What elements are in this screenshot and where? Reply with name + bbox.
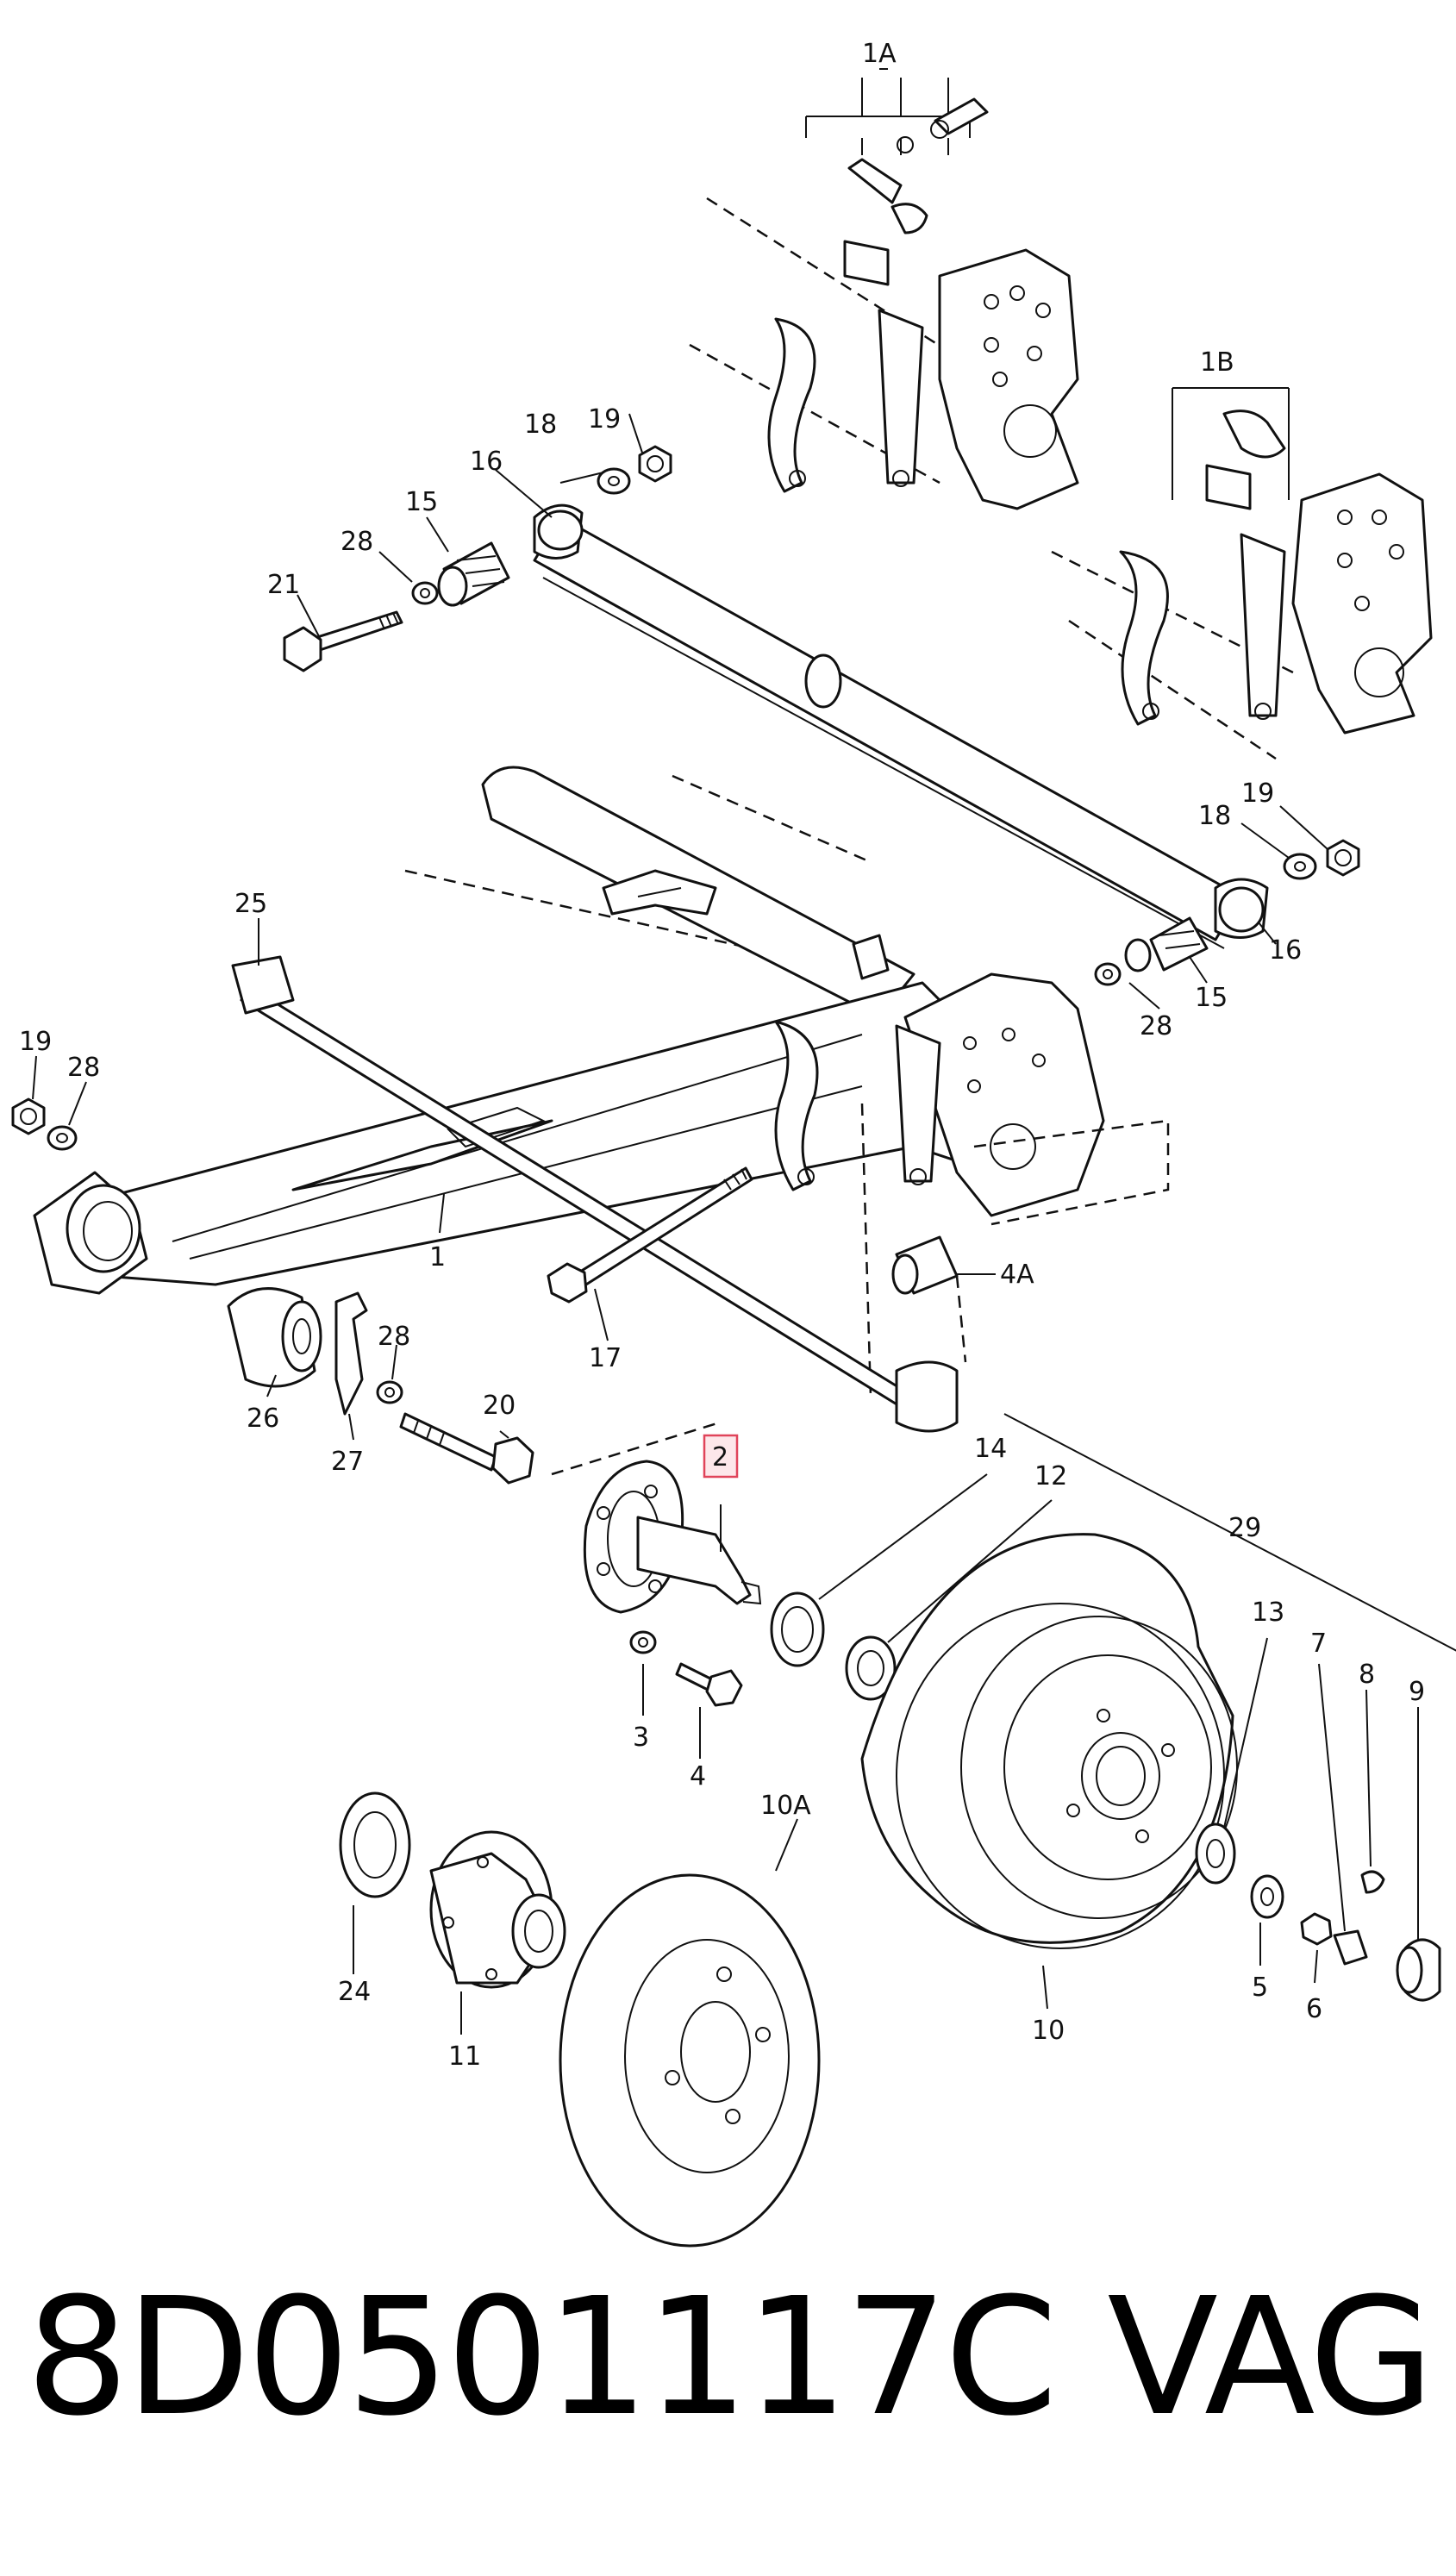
bushing-4a [891, 1235, 996, 1295]
callout-7[interactable]: 7 [1310, 1629, 1327, 1659]
callout-16[interactable]: 16 [470, 447, 503, 477]
grease-cap-9 [1396, 1938, 1441, 2002]
callout-28[interactable]: 28 [378, 1322, 410, 1352]
leader-lines [32, 413, 1419, 2035]
callout-19[interactable]: 19 [588, 404, 621, 435]
left-eye [33, 1171, 148, 1295]
callout-19[interactable]: 19 [19, 1027, 52, 1057]
upper-left-hardware [283, 445, 672, 672]
cap-7 [1333, 1929, 1368, 1966]
callout-18[interactable]: 18 [1198, 801, 1231, 831]
callout-16[interactable]: 16 [1269, 935, 1302, 966]
callout-28[interactable]: 28 [67, 1053, 100, 1083]
seal-14 [770, 1591, 825, 1667]
callout-1[interactable]: 1 [429, 1242, 446, 1272]
bolt-4 [675, 1662, 743, 1707]
callout-21[interactable]: 21 [267, 570, 300, 600]
callout-5[interactable]: 5 [1252, 1973, 1268, 2003]
callout-3[interactable]: 3 [633, 1723, 649, 1753]
callout-12[interactable]: 12 [1034, 1461, 1067, 1491]
nut-6 [1300, 1912, 1333, 1946]
bracket-1a [689, 68, 1079, 510]
part-number: 8D0501117C [26, 2263, 1058, 2452]
washer-5 [1250, 1874, 1284, 1919]
callout-18[interactable]: 18 [524, 410, 557, 440]
callout-2-highlight[interactable]: 2 [703, 1434, 739, 1479]
callout-4[interactable]: 4 [690, 1761, 706, 1791]
callout-28[interactable]: 28 [341, 527, 373, 557]
callout-17[interactable]: 17 [589, 1343, 622, 1373]
upper-tube [533, 503, 1269, 949]
callout-25[interactable]: 25 [234, 889, 267, 919]
upper-right-hardware [1094, 839, 1360, 986]
lower-left-hardware [227, 1287, 534, 1485]
callout-26[interactable]: 26 [247, 1404, 279, 1434]
callout-2[interactable]: 2 [712, 1442, 728, 1472]
axle-beam [67, 766, 1170, 1397]
callout-15[interactable]: 15 [1195, 983, 1228, 1013]
callout-29[interactable]: 29 [1228, 1513, 1261, 1543]
seal-24 [339, 1791, 411, 1898]
callout-19[interactable]: 19 [1241, 778, 1274, 809]
bracket-1b [1051, 387, 1433, 760]
callout-8[interactable]: 8 [1359, 1660, 1375, 1690]
bearing-12 [845, 1635, 897, 1701]
callout-28[interactable]: 28 [1140, 1011, 1172, 1041]
callout-27[interactable]: 27 [331, 1447, 364, 1477]
callout-14[interactable]: 14 [974, 1434, 1007, 1464]
washer-3 [629, 1630, 657, 1654]
torsion-bar [231, 955, 959, 1433]
callout-11[interactable]: 11 [448, 2041, 481, 2072]
brake-drum-10 [860, 1533, 1238, 1949]
wheel-hub-11 [429, 1830, 566, 1989]
kit-bracket-29 [1003, 1413, 1456, 1673]
brand-name: VAG [1107, 2263, 1434, 2452]
part-number-footer: 8D0501117C VAG [26, 2263, 1434, 2452]
callout-9[interactable]: 9 [1409, 1677, 1425, 1707]
callout-4a[interactable]: 4A [1000, 1260, 1034, 1290]
callout-24[interactable]: 24 [338, 1977, 371, 2007]
callout-15[interactable]: 15 [405, 487, 438, 517]
callout-1a[interactable]: 1A [862, 39, 897, 69]
callout-10[interactable]: 10 [1032, 2016, 1065, 2046]
callout-1b[interactable]: 1B [1200, 347, 1234, 378]
callout-20[interactable]: 20 [483, 1391, 516, 1421]
callout-10a[interactable]: 10A [760, 1791, 811, 1821]
brake-disc-10a [559, 1873, 821, 2248]
callout-6[interactable]: 6 [1306, 1994, 1322, 2024]
callout-13[interactable]: 13 [1252, 1597, 1284, 1628]
bolt-17 [547, 1166, 753, 1304]
split-pin-8 [1360, 1870, 1385, 1894]
left-hardware [11, 1097, 78, 1151]
bearing-13 [1195, 1823, 1236, 1885]
